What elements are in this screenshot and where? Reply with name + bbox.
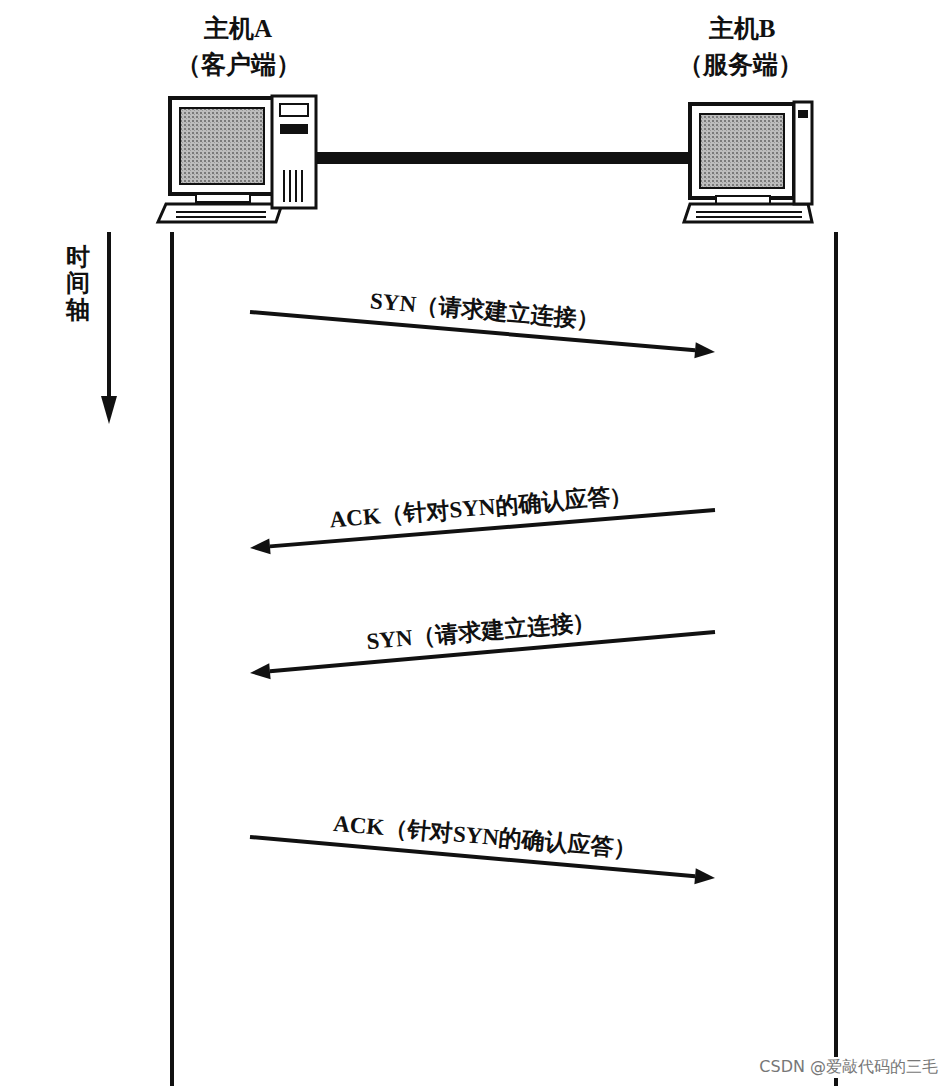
message-label: SYN（请求建立连接）	[362, 605, 600, 657]
host-column: 主机A（客户端）	[120, 8, 250, 1078]
arrow-head	[694, 342, 715, 358]
time-axis-head	[101, 396, 117, 424]
watermark: CSDN @爱敲代码的三毛	[757, 1057, 940, 1078]
network-cable	[312, 152, 697, 164]
host-column: 主机B（服务端）	[715, 8, 940, 1078]
timeline-b	[834, 232, 838, 1086]
arrow-head	[250, 663, 271, 679]
axis-label: 时间轴	[66, 244, 90, 323]
arrow-head	[250, 538, 271, 554]
computer-b	[684, 102, 812, 222]
host-role: （客户端）	[163, 48, 313, 81]
host-role: （服务端）	[665, 48, 815, 81]
host-name: 主机B	[667, 12, 817, 45]
host-name: 主机A	[163, 12, 313, 45]
time-axis	[107, 232, 111, 400]
arrow-head	[694, 868, 715, 884]
computer-a	[158, 96, 316, 222]
timeline-a	[170, 232, 174, 1086]
message-label: SYN（请求建立连接）	[365, 285, 603, 336]
